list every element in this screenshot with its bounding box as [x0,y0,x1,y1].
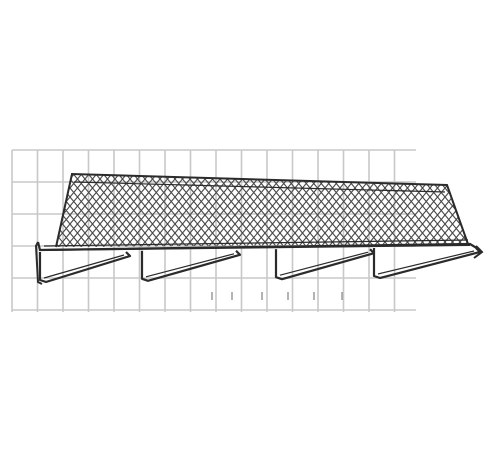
shelf-right-end [473,245,484,259]
bracket-inner-wire [43,254,125,279]
mesh-wire-row [56,223,468,234]
mesh-wire-row [56,214,468,225]
shelf-bracket [274,248,376,281]
shelf-back-rail [43,239,469,247]
bracket-inner-wire [145,253,235,278]
bracket-inner-wire [279,251,369,276]
shelf-brackets [38,247,482,300]
mesh-wire-row [56,205,468,216]
bracket-inner-wire [377,250,475,275]
mesh-wire-row [56,223,468,234]
mesh-wire-row [56,196,468,207]
mesh-wire-row [56,241,468,247]
mesh-wire-row [56,232,468,243]
shelf-bracket [372,247,482,280]
mesh-wire-row [56,187,468,198]
shelf-frame [34,239,484,285]
mesh-wire-row [56,214,468,225]
shelf-bracket [38,251,132,284]
basket-outline [55,172,469,248]
shelf-deck-edge [41,244,471,251]
mesh-wire-row [56,196,468,207]
mesh-wire-row [56,187,468,198]
shelf-bracket [140,249,242,282]
basket-top-rail [73,181,446,193]
shelf-left-hook [34,241,43,285]
